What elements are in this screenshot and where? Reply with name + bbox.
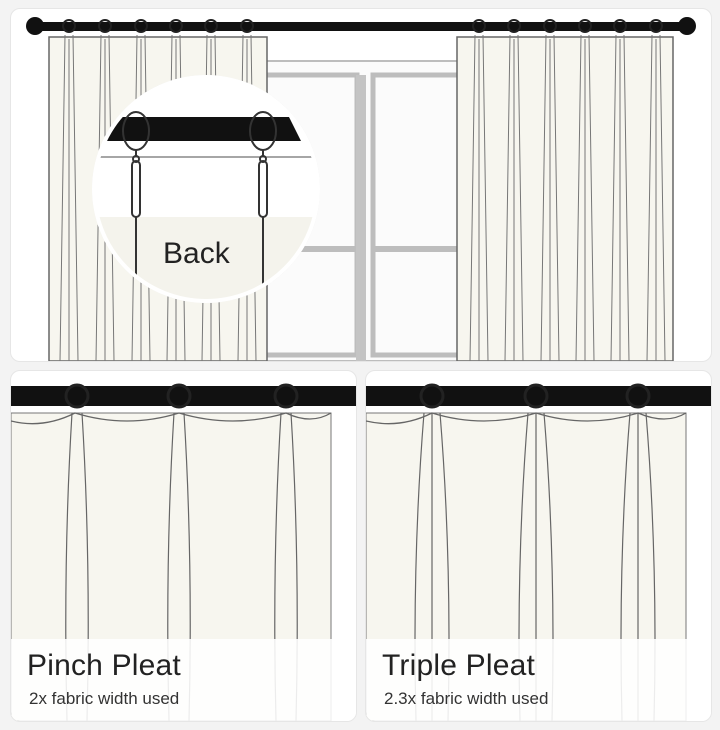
pleat-fold	[540, 34, 560, 361]
pinch-pleat-caption: Pinch Pleat 2x fabric width used	[11, 639, 356, 721]
curtain-overview-svg	[26, 17, 696, 361]
ring-icon	[204, 19, 218, 33]
ring-icon	[64, 383, 90, 409]
ring-icon	[62, 19, 76, 33]
pleat-fold	[59, 34, 79, 361]
back-view-label: Back	[163, 237, 230, 270]
triple-pleat-panel: Triple Pleat 2.3x fabric width used	[365, 370, 712, 722]
triple-pleat-caption: Triple Pleat 2.3x fabric width used	[366, 639, 711, 721]
ring-icon	[273, 383, 299, 409]
back-view-inset	[92, 75, 320, 303]
ring-icon	[419, 383, 445, 409]
ring-icon	[169, 19, 183, 33]
pinch-pleat-title: Pinch Pleat	[27, 649, 181, 682]
curtain-rod	[26, 17, 696, 35]
ring-icon	[134, 19, 148, 33]
pleat-fold	[610, 34, 630, 361]
curtain-overview-panel: Back	[10, 8, 712, 362]
ring-icon	[166, 383, 192, 409]
ring-icon	[543, 19, 557, 33]
pleat-fold	[504, 34, 524, 361]
ring-icon	[240, 19, 254, 33]
triple-pleat-subtitle: 2.3x fabric width used	[384, 689, 549, 708]
right-curtain	[456, 34, 674, 361]
ring-icon	[98, 19, 112, 33]
ring-icon	[472, 19, 486, 33]
ring-icon	[523, 383, 549, 409]
pleat-fold	[469, 34, 489, 361]
ring-icon	[613, 19, 627, 33]
pleat-fold	[646, 34, 666, 361]
ring-icon	[578, 19, 592, 33]
pinch-rod	[11, 386, 356, 406]
rod-rings	[62, 19, 663, 33]
pleat-fold	[575, 34, 595, 361]
ring-icon	[649, 19, 663, 33]
triple-pleat-title: Triple Pleat	[382, 649, 536, 682]
pinch-pleat-panel: Pinch Pleat 2x fabric width used	[10, 370, 357, 722]
triple-rod	[366, 386, 711, 406]
ring-icon	[507, 19, 521, 33]
pinch-pleat-subtitle: 2x fabric width used	[29, 689, 180, 708]
ring-icon	[625, 383, 651, 409]
